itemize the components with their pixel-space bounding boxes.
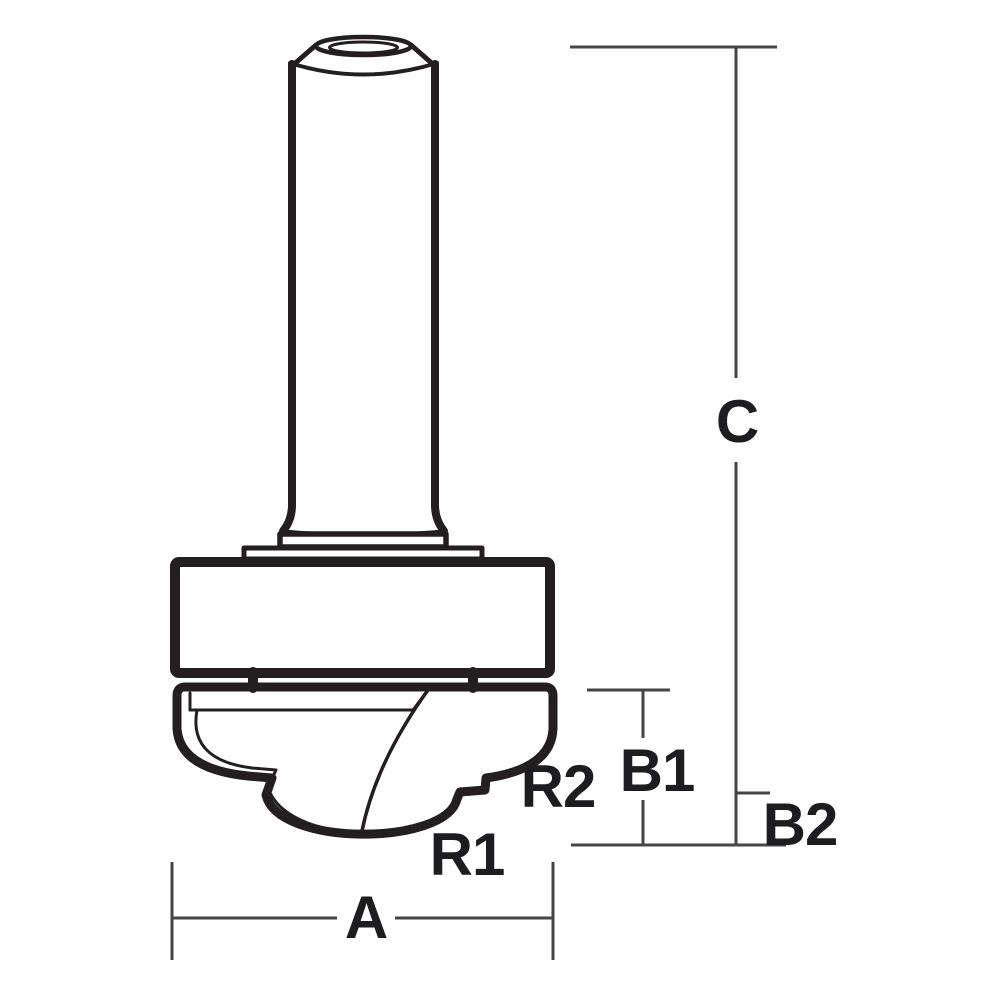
shank	[279, 34, 448, 536]
dimension-labels: C B1 B2 R2 R1 A	[345, 388, 839, 951]
shank-chamfer-left	[289, 42, 319, 69]
shank-left-edge	[279, 60, 296, 535]
label-r2: R2	[521, 753, 596, 820]
cutting-edge-curve	[360, 688, 430, 833]
label-a: A	[345, 884, 387, 951]
shank-top-bore	[328, 40, 399, 55]
bit-drawing	[170, 34, 558, 839]
label-b1: B1	[620, 737, 695, 804]
cutter-head	[172, 682, 558, 839]
label-r1: R1	[430, 821, 505, 888]
bearing-body-outline	[170, 557, 555, 678]
cutter-outer-profile	[172, 682, 558, 839]
cutter-inner-profile	[194, 708, 364, 833]
dimension-lines	[170, 45, 786, 960]
collar-upper-step	[277, 531, 449, 550]
shank-top-rim	[313, 34, 414, 58]
bearing-body	[170, 557, 555, 693]
shank-right-edge	[431, 60, 448, 535]
shank-chamfer-arc	[288, 61, 439, 77]
dim-a	[170, 862, 555, 960]
label-b2: B2	[763, 791, 838, 858]
shank-chamfer-right	[408, 42, 438, 69]
dim-b1	[587, 688, 670, 845]
collar-stack	[241, 531, 485, 562]
dim-c	[570, 45, 777, 845]
label-c: C	[716, 388, 758, 455]
